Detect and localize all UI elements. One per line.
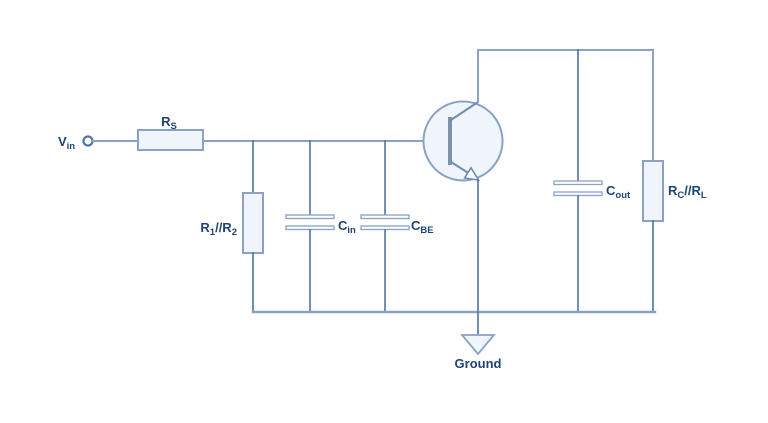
cin-plate-bottom [285, 225, 335, 231]
r1r2-label: R1//R2 [200, 220, 237, 238]
resistor-rcrl: RC//RL [642, 160, 707, 313]
cbe-label: CBE [411, 218, 434, 236]
rs-resistor-body [137, 129, 204, 151]
transistor-npn [422, 100, 504, 182]
ground-symbol: Ground [455, 311, 502, 371]
resistor-rs: RS [137, 114, 204, 151]
rcrl-resistor-body [642, 160, 664, 222]
ground-triangle-icon [460, 334, 496, 356]
transistor-emitter-lead [450, 161, 471, 175]
r1r2-resistor-body [242, 192, 264, 254]
capacitor-cbe: CBE [360, 140, 434, 313]
transistor-body-icon [422, 100, 504, 182]
cout-plate-bottom [553, 191, 603, 197]
vin-label: Vin [58, 134, 75, 152]
cin-label: Cin [338, 218, 356, 236]
rs-label: RS [161, 114, 177, 132]
capacitor-cout: Cout [553, 49, 631, 313]
resistor-r1r2: R1//R2 [200, 140, 264, 313]
transistor-collector-lead [450, 101, 479, 121]
wire-top-rail [477, 49, 654, 162]
cin-plate-top [285, 214, 335, 220]
capacitor-cin: Cin [285, 140, 356, 313]
ground-label: Ground [455, 356, 502, 371]
vin-terminal-icon [82, 135, 94, 147]
rcrl-label: RC//RL [668, 183, 707, 201]
cbe-plate-bottom [360, 225, 410, 231]
cout-plate-top [553, 180, 603, 186]
emitter-arrow-icon [463, 166, 481, 182]
cbe-plate-top [360, 214, 410, 220]
vin-source: Vin [58, 134, 94, 152]
cout-label: Cout [606, 183, 631, 201]
